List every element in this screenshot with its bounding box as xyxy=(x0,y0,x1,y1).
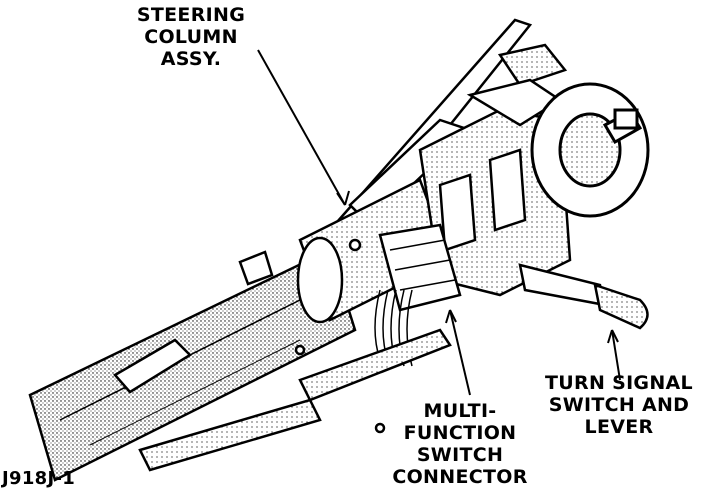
turn-signal-label: TURN SIGNAL SWITCH AND LEVER xyxy=(534,372,704,438)
multi-function-label-line4: CONNECTOR xyxy=(392,466,528,488)
column-collar xyxy=(296,178,452,324)
figure-id: J918J-1 xyxy=(2,468,76,489)
turn-signal-leader xyxy=(611,329,621,381)
switch-connector xyxy=(378,223,462,312)
turn-signal-lever xyxy=(518,263,649,330)
lower-bracket xyxy=(138,328,452,472)
steering-column-label: STEERING COLUMN ASSY. xyxy=(116,4,266,70)
steering-leader xyxy=(257,49,346,206)
turn-signal-label-line2: SWITCH AND xyxy=(548,394,690,416)
connector-leader xyxy=(449,309,471,396)
multi-function-label: MULTI- FUNCTION SWITCH CONNECTOR xyxy=(386,400,534,488)
multi-function-label-line2: FUNCTION xyxy=(403,422,517,444)
column-tube xyxy=(28,248,357,482)
steering-column-label-line1: STEERING xyxy=(136,4,246,26)
hub-plate xyxy=(530,82,650,218)
leader-lines xyxy=(257,49,621,396)
turn-signal-label-line3: LEVER xyxy=(584,416,654,438)
steering-column-label-line2: COLUMN xyxy=(144,26,238,48)
tube-brackets xyxy=(113,250,386,434)
multi-function-label-line1: MULTI- xyxy=(423,400,497,422)
multi-function-label-line3: SWITCH xyxy=(416,444,504,466)
turn-signal-label-line1: TURN SIGNAL xyxy=(545,372,693,394)
steering-column-label-line3: ASSY. xyxy=(160,48,222,70)
